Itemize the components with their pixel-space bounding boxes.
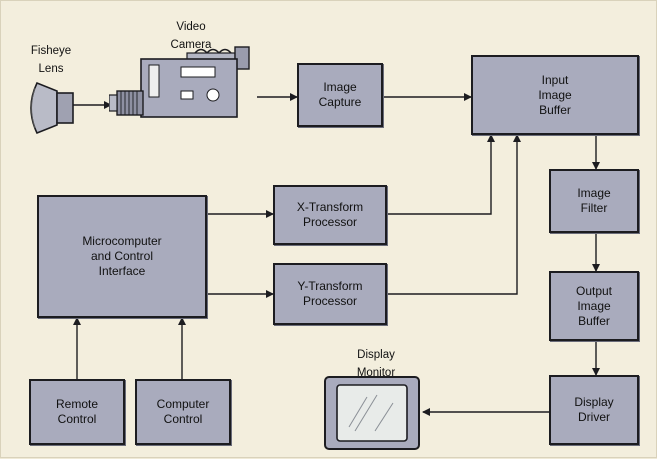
image-filter-block: Image Filter [549, 169, 639, 233]
input-image-buffer-block: Input Image Buffer [471, 55, 639, 135]
y-transform-processor-block: Y-Transform Processor [273, 263, 387, 325]
arrow-x-transform-to-input-buffer [387, 135, 491, 214]
computer-control-block: Computer Control [135, 379, 231, 445]
fisheye-lens-icon [23, 79, 75, 137]
video-camera-label: Video Camera [151, 17, 231, 53]
display-monitor-label: Display Monitor [331, 345, 421, 381]
display-driver-block: Display Driver [549, 375, 639, 445]
image-capture-block: Image Capture [297, 63, 383, 127]
x-transform-processor-block: X-Transform Processor [273, 185, 387, 245]
remote-control-block: Remote Control [29, 379, 125, 445]
microcomputer-block: Microcomputer and Control Interface [37, 195, 207, 318]
fisheye-lens-label: Fisheye Lens [11, 41, 91, 77]
display-monitor-icon [323, 375, 423, 453]
output-image-buffer-block: Output Image Buffer [549, 271, 639, 341]
